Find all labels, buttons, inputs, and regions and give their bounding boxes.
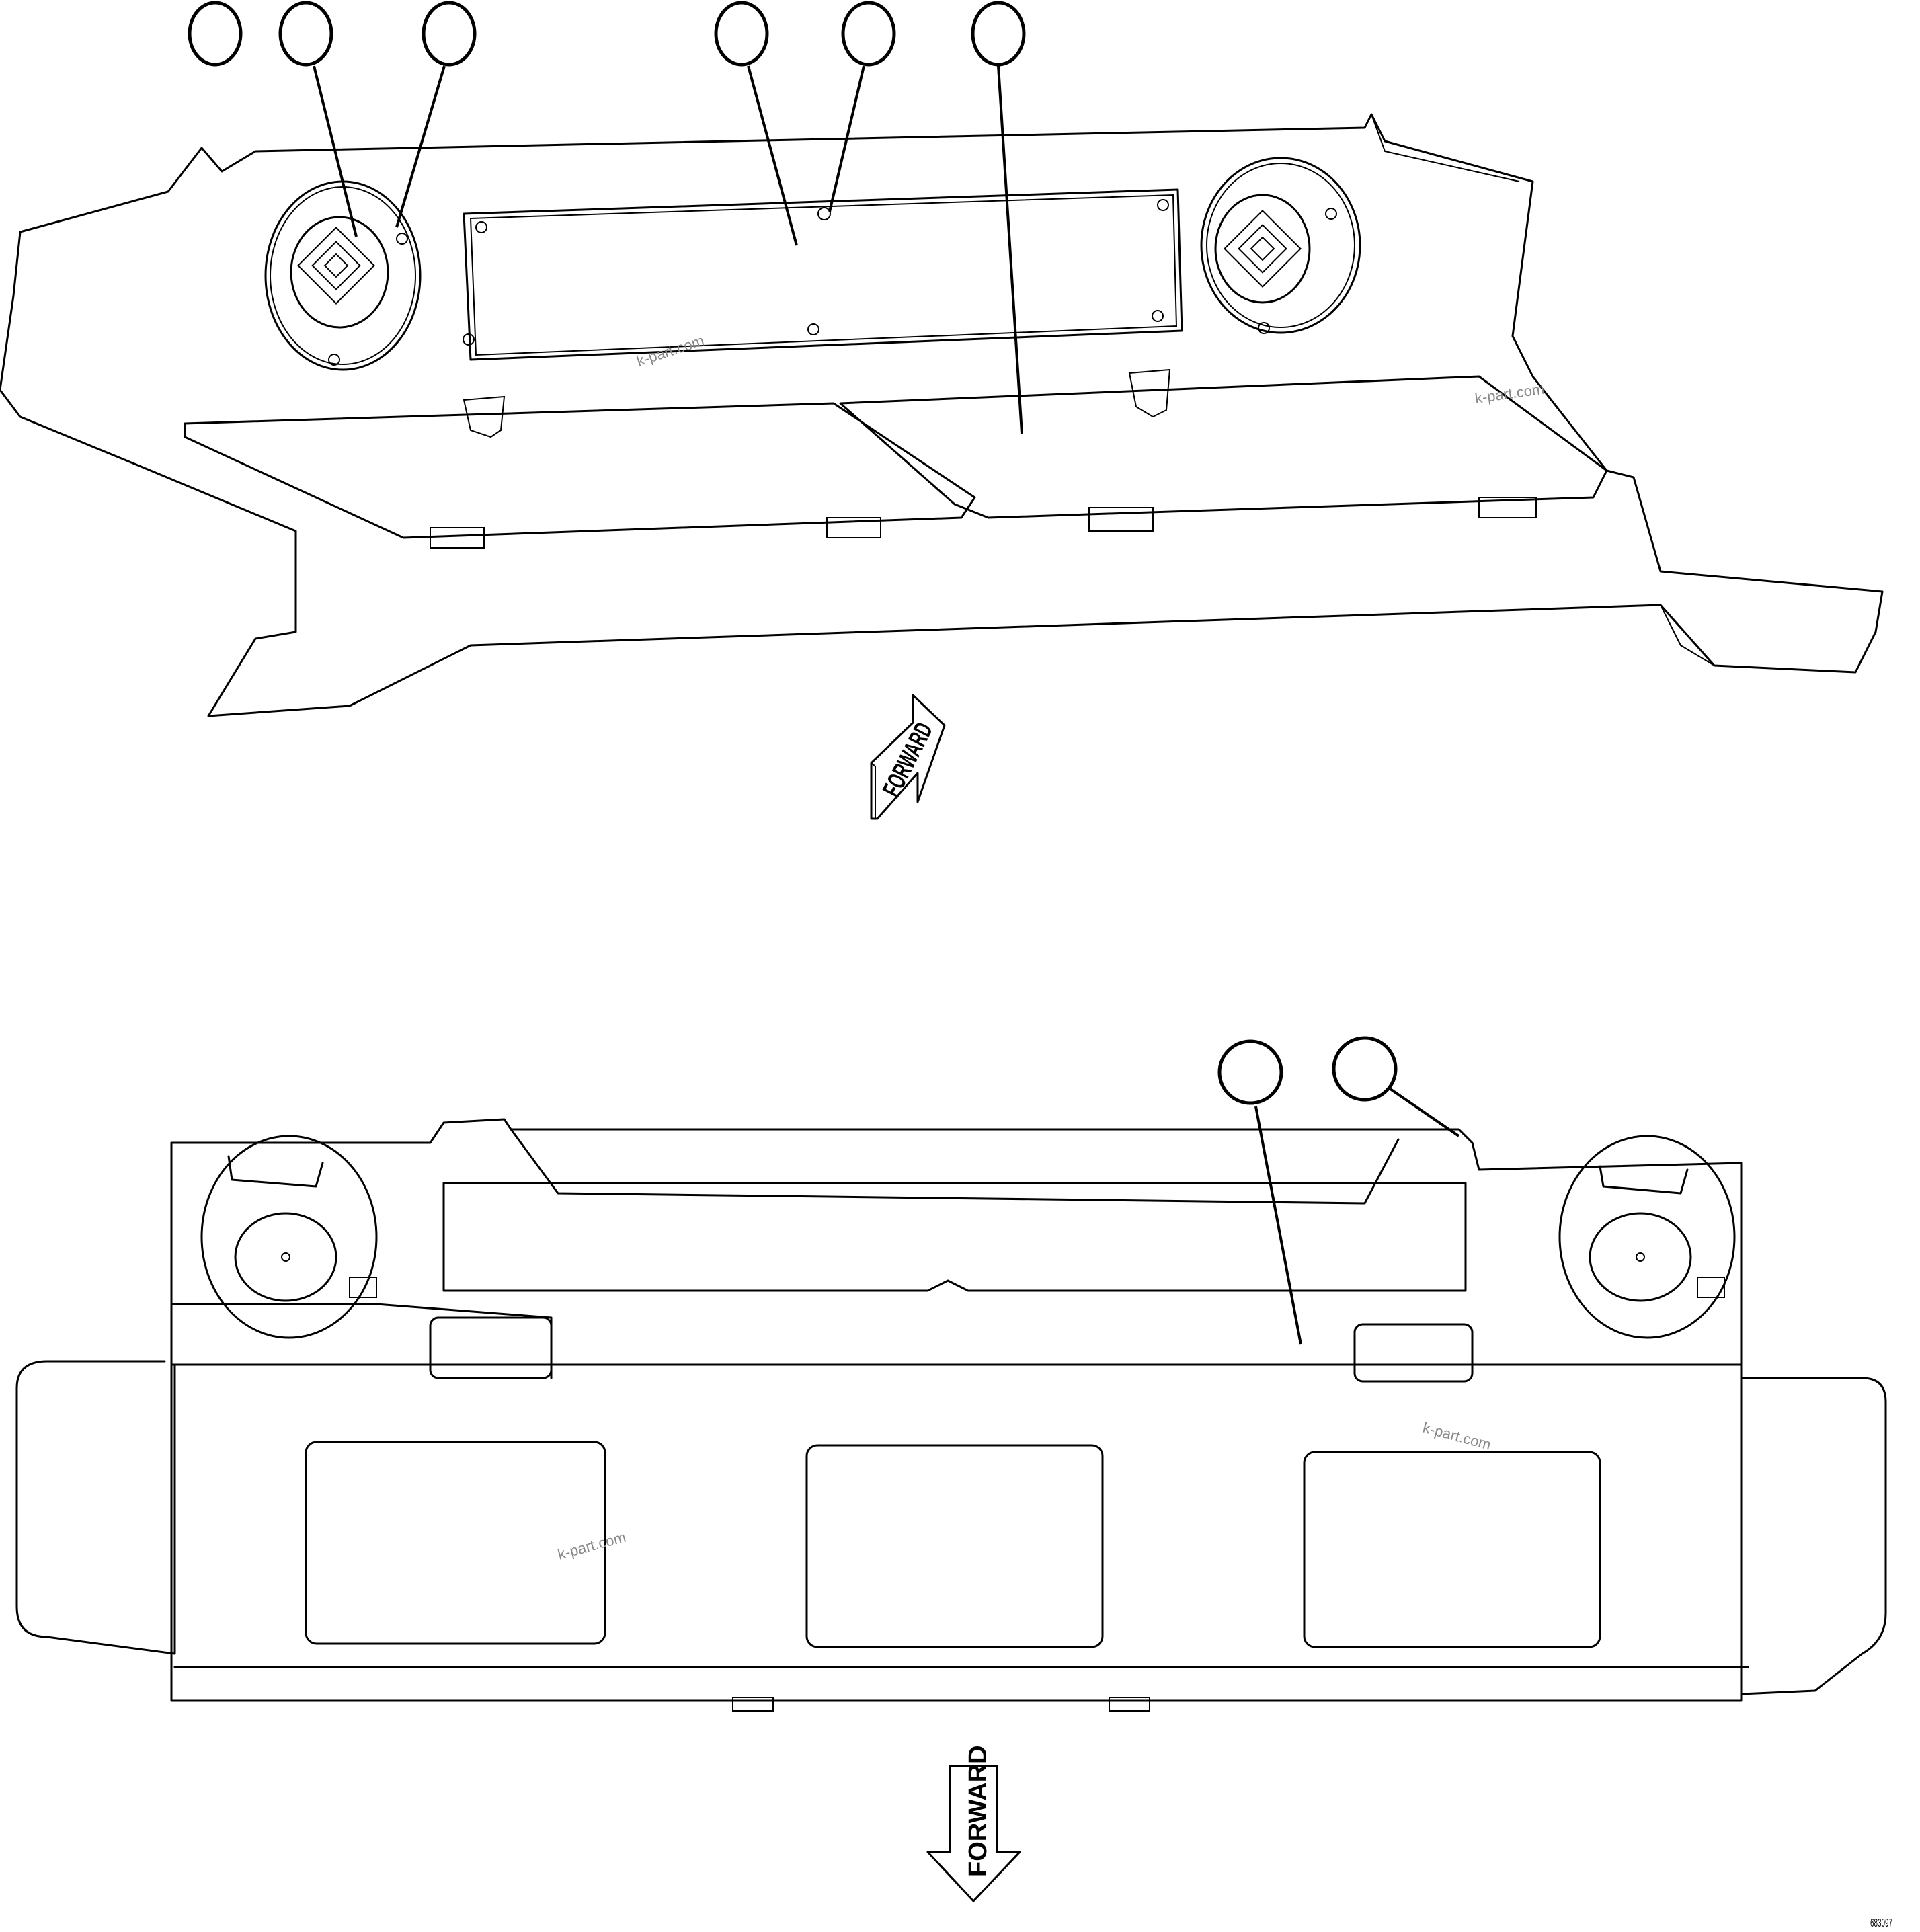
left-speaker	[200, 1135, 378, 1339]
callout-8	[1332, 1036, 1398, 1102]
right-dome-lamp-speaker	[1200, 157, 1361, 334]
watermark: k-part.com	[1474, 380, 1545, 407]
top-callout-leaders	[313, 65, 1023, 434]
right-speaker	[1558, 1135, 1736, 1339]
callout-6	[971, 1, 1026, 67]
forward-arrow-top: FORWARD	[870, 694, 946, 820]
underside-panels	[305, 1441, 1601, 1712]
svg-text:FORWARD: FORWARD	[964, 1745, 992, 1877]
forward-arrow-bottom: FORWARD	[926, 1745, 1021, 1902]
left-dome-lamp-speaker	[264, 180, 422, 371]
storage-doors	[184, 368, 1608, 549]
top-callouts	[188, 1, 1026, 67]
svg-text:FORWARD: FORWARD	[877, 718, 938, 801]
watermark: k-part.com	[556, 1529, 628, 1563]
bottom-callouts	[1217, 1036, 1398, 1105]
callout-4	[714, 1, 769, 67]
callout-7	[1217, 1039, 1283, 1105]
center-cover-panel	[463, 188, 1183, 361]
callout-3	[422, 1, 477, 67]
callout-5	[841, 1, 896, 67]
watermark: k-part.com	[635, 332, 707, 370]
callout-1	[188, 1, 243, 67]
top-console-outline	[0, 113, 1884, 717]
watermark: k-part.com	[1421, 1419, 1493, 1453]
figure-number: 683097	[1870, 1917, 1892, 1930]
callout-2	[278, 1, 333, 67]
bottom-console-outline	[15, 1118, 1887, 1702]
